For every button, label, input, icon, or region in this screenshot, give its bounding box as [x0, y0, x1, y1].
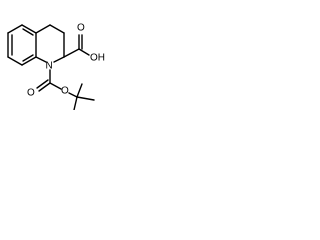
chemical-structure: N O OH O O — [7, 23, 105, 110]
atom-labels: N O OH O O — [27, 23, 105, 99]
atom-boc-ester-oxygen-label: O — [61, 86, 69, 97]
atom-acid-hydroxyl-label: OH — [90, 53, 105, 64]
tbu-methyl-up — [76, 83, 83, 98]
tbu-methyl-down — [73, 96, 78, 110]
acid-bond-c-oh — [78, 48, 90, 56]
tbu-bond-o-c — [68, 92, 78, 98]
atom-boc-carbonyl-oxygen-label: O — [27, 88, 35, 99]
tbu-methyl-right — [76, 96, 95, 101]
benzene-bond-c7-c3 — [21, 56, 37, 66]
acid-bond-c2-ccooh — [63, 48, 80, 58]
benzene-bond-c5-c6 — [21, 24, 37, 34]
ring-bond-ch2-ch2 — [49, 24, 65, 34]
carbamate-double-bond-o — [38, 82, 51, 92]
carbamate-bond-c-o — [49, 82, 62, 90]
benzene-bond-c3-c8 — [7, 56, 23, 66]
bond-lines — [7, 24, 95, 110]
ring-bond-n1-c7 — [35, 56, 47, 63]
atom-n1-label: N — [46, 61, 53, 72]
benzene-inner-double-2 — [22, 28, 34, 36]
benzene-inner-double-3 — [22, 54, 34, 62]
ring-bond-c2-n1 — [53, 56, 65, 63]
carbamate-double-bond-o-2 — [36, 79, 49, 89]
ring-bond-c6-ch2 — [35, 24, 51, 34]
atom-acid-oxygen-label: O — [77, 23, 85, 34]
benzene-bond-c4-c5 — [7, 24, 23, 34]
